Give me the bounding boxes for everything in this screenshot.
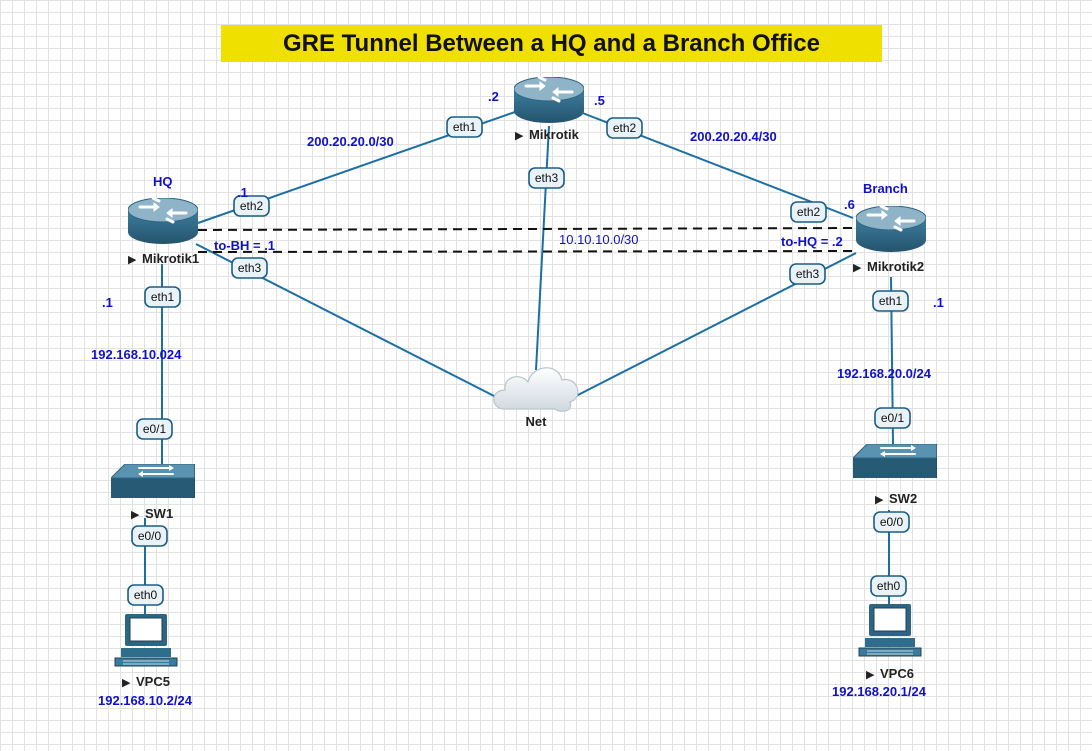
svg-text:eth0: eth0 xyxy=(877,579,901,593)
port-sw2-e01[interactable]: e0/1 xyxy=(874,407,911,429)
pc-vpc6[interactable]: ▶ VPC6 xyxy=(858,603,922,681)
svg-text:e0/1: e0/1 xyxy=(881,411,905,425)
tunnel-line-bottom xyxy=(197,250,856,253)
port-m1-eth2[interactable]: eth2 xyxy=(233,195,270,217)
to-bh-label: to-BH = .1 xyxy=(214,238,275,253)
router-mikrotik[interactable]: ▶ Mikrotik xyxy=(514,77,584,142)
svg-text:eth3: eth3 xyxy=(535,171,559,185)
svg-text:e0/1: e0/1 xyxy=(143,422,167,436)
computer-icon xyxy=(858,603,922,657)
net-right-label: 200.20.20.4/30 xyxy=(690,129,777,144)
svg-text:eth3: eth3 xyxy=(796,267,820,281)
to-hq-label: to-HQ = .2 xyxy=(781,234,843,249)
mikrotik2-label: Mikrotik2 xyxy=(867,259,924,274)
port-sw1-e01[interactable]: e0/1 xyxy=(136,418,173,440)
m1-dot1: .1 xyxy=(237,185,248,200)
port-mikrotik-eth2[interactable]: eth2 xyxy=(606,117,643,139)
port-vpc6-eth0[interactable]: eth0 xyxy=(870,575,907,597)
port-m2-eth2[interactable]: eth2 xyxy=(790,201,827,223)
mikrotik1-label: Mikrotik1 xyxy=(142,251,199,266)
router-mikrotik1[interactable]: ▶ Mikrotik1 xyxy=(128,198,199,266)
port-m1-eth1[interactable]: eth1 xyxy=(144,286,181,308)
m1-lan-dot1: .1 xyxy=(102,295,113,310)
tunnel-network-label: 10.10.10.0/30 xyxy=(559,232,639,247)
port-m2-eth1[interactable]: eth1 xyxy=(872,290,909,312)
switch-sw1[interactable]: ▶ SW1 xyxy=(111,464,195,521)
link-mikrotik-net xyxy=(535,125,550,371)
svg-text:e0/0: e0/0 xyxy=(138,529,162,543)
play-icon: ▶ xyxy=(131,509,140,521)
svg-text:eth3: eth3 xyxy=(238,261,262,275)
lan-left-label: 192.168.10.024 xyxy=(91,347,182,362)
net-left-label: 200.20.20.0/30 xyxy=(307,134,394,149)
m2-dot6: .6 xyxy=(844,197,855,212)
svg-text:eth2: eth2 xyxy=(240,199,264,213)
svg-text:eth1: eth1 xyxy=(879,294,903,308)
ip-dot2-top: .2 xyxy=(488,89,499,104)
router-icon xyxy=(856,206,926,254)
port-badges: eth1 eth2 eth3 eth2 eth3 eth1 eth2 eth3 … xyxy=(127,116,911,606)
port-mikrotik-eth1[interactable]: eth1 xyxy=(446,116,483,138)
computer-icon xyxy=(114,613,178,667)
switch-icon xyxy=(111,464,195,499)
gre-tunnel xyxy=(197,227,856,253)
router-icon xyxy=(514,77,584,125)
svg-text:eth1: eth1 xyxy=(453,120,477,134)
vpc5-label: VPC5 xyxy=(136,674,170,689)
router-mikrotik2[interactable]: ▶ Mikrotik2 xyxy=(853,206,926,274)
diagram-title: GRE Tunnel Between a HQ and a Branch Off… xyxy=(221,25,882,62)
net-cloud[interactable]: Net xyxy=(493,367,579,429)
branch-label: Branch xyxy=(863,181,908,196)
links xyxy=(144,111,894,622)
play-icon: ▶ xyxy=(875,494,884,506)
svg-text:eth1: eth1 xyxy=(151,290,175,304)
m2-lan-dot1: .1 xyxy=(933,295,944,310)
svg-text:eth2: eth2 xyxy=(613,121,637,135)
mikrotik-label: Mikrotik xyxy=(529,127,580,142)
sw2-label: SW2 xyxy=(889,491,917,506)
vpc6-label: VPC6 xyxy=(880,666,914,681)
play-icon: ▶ xyxy=(515,130,524,142)
annotations: .2 .5 200.20.20.0/30 200.20.20.4/30 HQ B… xyxy=(91,89,944,708)
cloud-icon xyxy=(493,367,579,412)
hq-label: HQ xyxy=(153,174,173,189)
port-sw1-e00[interactable]: e0/0 xyxy=(131,525,168,547)
router-icon xyxy=(128,198,198,246)
svg-text:eth0: eth0 xyxy=(134,588,158,602)
play-icon: ▶ xyxy=(122,677,131,689)
port-m1-eth3[interactable]: eth3 xyxy=(231,257,268,279)
play-icon: ▶ xyxy=(128,254,137,266)
vpc5-ip-label: 192.168.10.2/24 xyxy=(98,693,193,708)
net-label: Net xyxy=(526,414,548,429)
switch-sw2[interactable]: ▶ SW2 xyxy=(853,444,937,506)
svg-text:e0/0: e0/0 xyxy=(880,515,904,529)
switch-icon xyxy=(853,444,937,479)
play-icon: ▶ xyxy=(853,262,862,274)
ip-dot5-top: .5 xyxy=(594,93,605,108)
play-icon: ▶ xyxy=(866,669,875,681)
lan-right-label: 192.168.20.0/24 xyxy=(837,366,932,381)
port-mikrotik-eth3[interactable]: eth3 xyxy=(528,167,565,189)
port-sw2-e00[interactable]: e0/0 xyxy=(873,511,910,533)
port-vpc5-eth0[interactable]: eth0 xyxy=(127,584,164,606)
port-m2-eth3[interactable]: eth3 xyxy=(789,263,826,285)
vpc6-ip-label: 192.168.20.1/24 xyxy=(832,684,927,699)
tunnel-line-top xyxy=(197,227,856,231)
svg-text:eth2: eth2 xyxy=(797,205,821,219)
sw1-label: SW1 xyxy=(145,506,173,521)
pc-vpc5[interactable]: ▶ VPC5 xyxy=(114,613,178,689)
